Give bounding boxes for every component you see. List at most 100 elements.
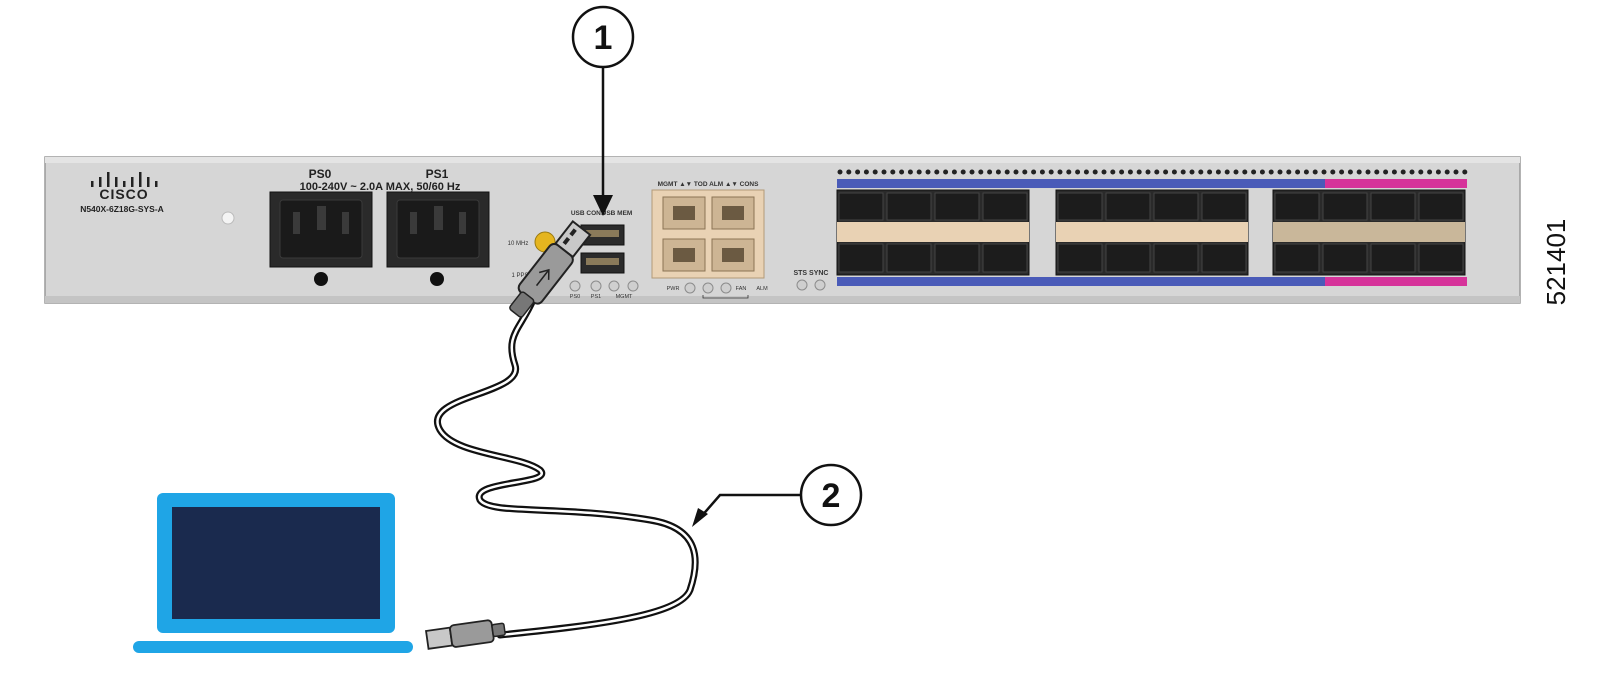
vent-dot [987, 169, 993, 175]
indicator-dot [221, 211, 235, 225]
sfp-port[interactable] [1153, 192, 1199, 221]
laptop-screen [172, 507, 380, 619]
port-band-bottom [1275, 277, 1325, 286]
sfp-port-area [836, 179, 1467, 286]
vent-dot [1286, 169, 1292, 175]
port-band-top-magenta [1325, 179, 1467, 188]
vent-dot [890, 169, 896, 175]
sfp-port-separator [1056, 222, 1248, 242]
vent-dot [1374, 169, 1380, 175]
rj45-port-mgmt[interactable] [662, 196, 706, 230]
sfp-port[interactable] [1057, 243, 1103, 273]
model-label: N540X-6Z18G-SYS-A [80, 204, 164, 214]
sfp-port-separator [1273, 222, 1465, 242]
usb-mem-port[interactable] [580, 252, 625, 274]
vent-dot [1057, 169, 1063, 175]
sfp-port[interactable] [934, 192, 980, 221]
status-label-fan: FAN [736, 286, 747, 292]
ps0-label: PS0 [309, 167, 332, 181]
vent-dot [1259, 169, 1265, 175]
vent-dot [1048, 169, 1054, 175]
power-inlet-ps0 [269, 191, 373, 286]
vent-dot [1110, 169, 1116, 175]
callout-1: 1 [571, 5, 635, 216]
vent-dot [881, 169, 887, 175]
vent-dot [872, 169, 878, 175]
vent-dot [1136, 169, 1142, 175]
vent-dot [1233, 169, 1239, 175]
vent-dot [1180, 169, 1186, 175]
sfp-port[interactable] [1201, 192, 1247, 221]
sfp-port[interactable] [1418, 192, 1464, 221]
sfp-port[interactable] [1322, 192, 1368, 221]
sfp-port[interactable] [838, 192, 884, 221]
vent-dot [1224, 169, 1230, 175]
vent-dot [1127, 169, 1133, 175]
led-row [569, 280, 639, 292]
laptop-base [133, 641, 413, 653]
vent-dot [1145, 169, 1151, 175]
vent-dot [1295, 169, 1301, 175]
vent-dot [934, 169, 940, 175]
rj45-port-tod[interactable] [662, 238, 706, 272]
sfp-port[interactable] [1057, 192, 1103, 221]
vent-dot [1356, 169, 1362, 175]
psu-rating-label: 100-240V ~ 2.0A MAX, 50/60 Hz [300, 181, 461, 193]
vent-dot [863, 169, 869, 175]
vent-dot [907, 169, 913, 175]
sfp-port-separator [837, 222, 1029, 242]
vent-dot [943, 169, 949, 175]
sfp-port[interactable] [1370, 243, 1416, 273]
vent-dot [1427, 169, 1433, 175]
status-label-alm: ALM [756, 286, 768, 292]
rj45-port-cons[interactable] [711, 238, 755, 272]
sfp-port[interactable] [886, 243, 932, 273]
vent-dot [960, 169, 966, 175]
vent-dot [837, 169, 843, 175]
sfp-port[interactable] [1274, 192, 1320, 221]
power-inlet-ps1 [386, 191, 490, 286]
vent-dot [1453, 169, 1459, 175]
rj45-top-label: MGMT ▲▼ TOD ALM ▲▼ CONS [658, 181, 760, 188]
sfp-port[interactable] [982, 243, 1028, 273]
sfp-port[interactable] [1418, 243, 1464, 273]
sfp-port[interactable] [1153, 243, 1199, 273]
sfp-port[interactable] [982, 192, 1028, 221]
port-band-top [837, 179, 1275, 188]
sfp-port[interactable] [1370, 192, 1416, 221]
vent-dot [1039, 169, 1045, 175]
led-label-ps0: PS0 [570, 294, 580, 300]
vent-dot [899, 169, 905, 175]
sfp-port[interactable] [838, 243, 884, 273]
rj45-port-alm[interactable] [711, 196, 755, 230]
sfp-port[interactable] [886, 192, 932, 221]
ps1-label: PS1 [426, 167, 449, 181]
vent-dot [1119, 169, 1125, 175]
vent-dot [1462, 169, 1468, 175]
sfp-port[interactable] [1105, 243, 1151, 273]
vent-dot [1242, 169, 1248, 175]
vent-dot [1339, 169, 1345, 175]
port-band-top [1275, 179, 1325, 188]
vent-dot [1075, 169, 1081, 175]
status-bracket [702, 295, 749, 299]
status-leds [684, 282, 732, 294]
vent-dot [1101, 169, 1107, 175]
led-label-mgmt: MGMT [616, 294, 633, 300]
vent-dot [1312, 169, 1318, 175]
vent-dot [1171, 169, 1177, 175]
vent-dot [1365, 169, 1371, 175]
vent-dot [1163, 169, 1169, 175]
usb-console-port[interactable] [580, 224, 625, 246]
callout-1-number: 1 [594, 19, 613, 57]
sfp-port[interactable] [1322, 243, 1368, 273]
sfp-port[interactable] [1201, 243, 1247, 273]
sfp-port[interactable] [1105, 192, 1151, 221]
vent-dot [1198, 169, 1204, 175]
sfp-port[interactable] [1274, 243, 1320, 273]
sfp-port[interactable] [934, 243, 980, 273]
cisco-logo: CISCO [91, 172, 158, 202]
vent-dot [1303, 169, 1309, 175]
vent-dot [846, 169, 852, 175]
